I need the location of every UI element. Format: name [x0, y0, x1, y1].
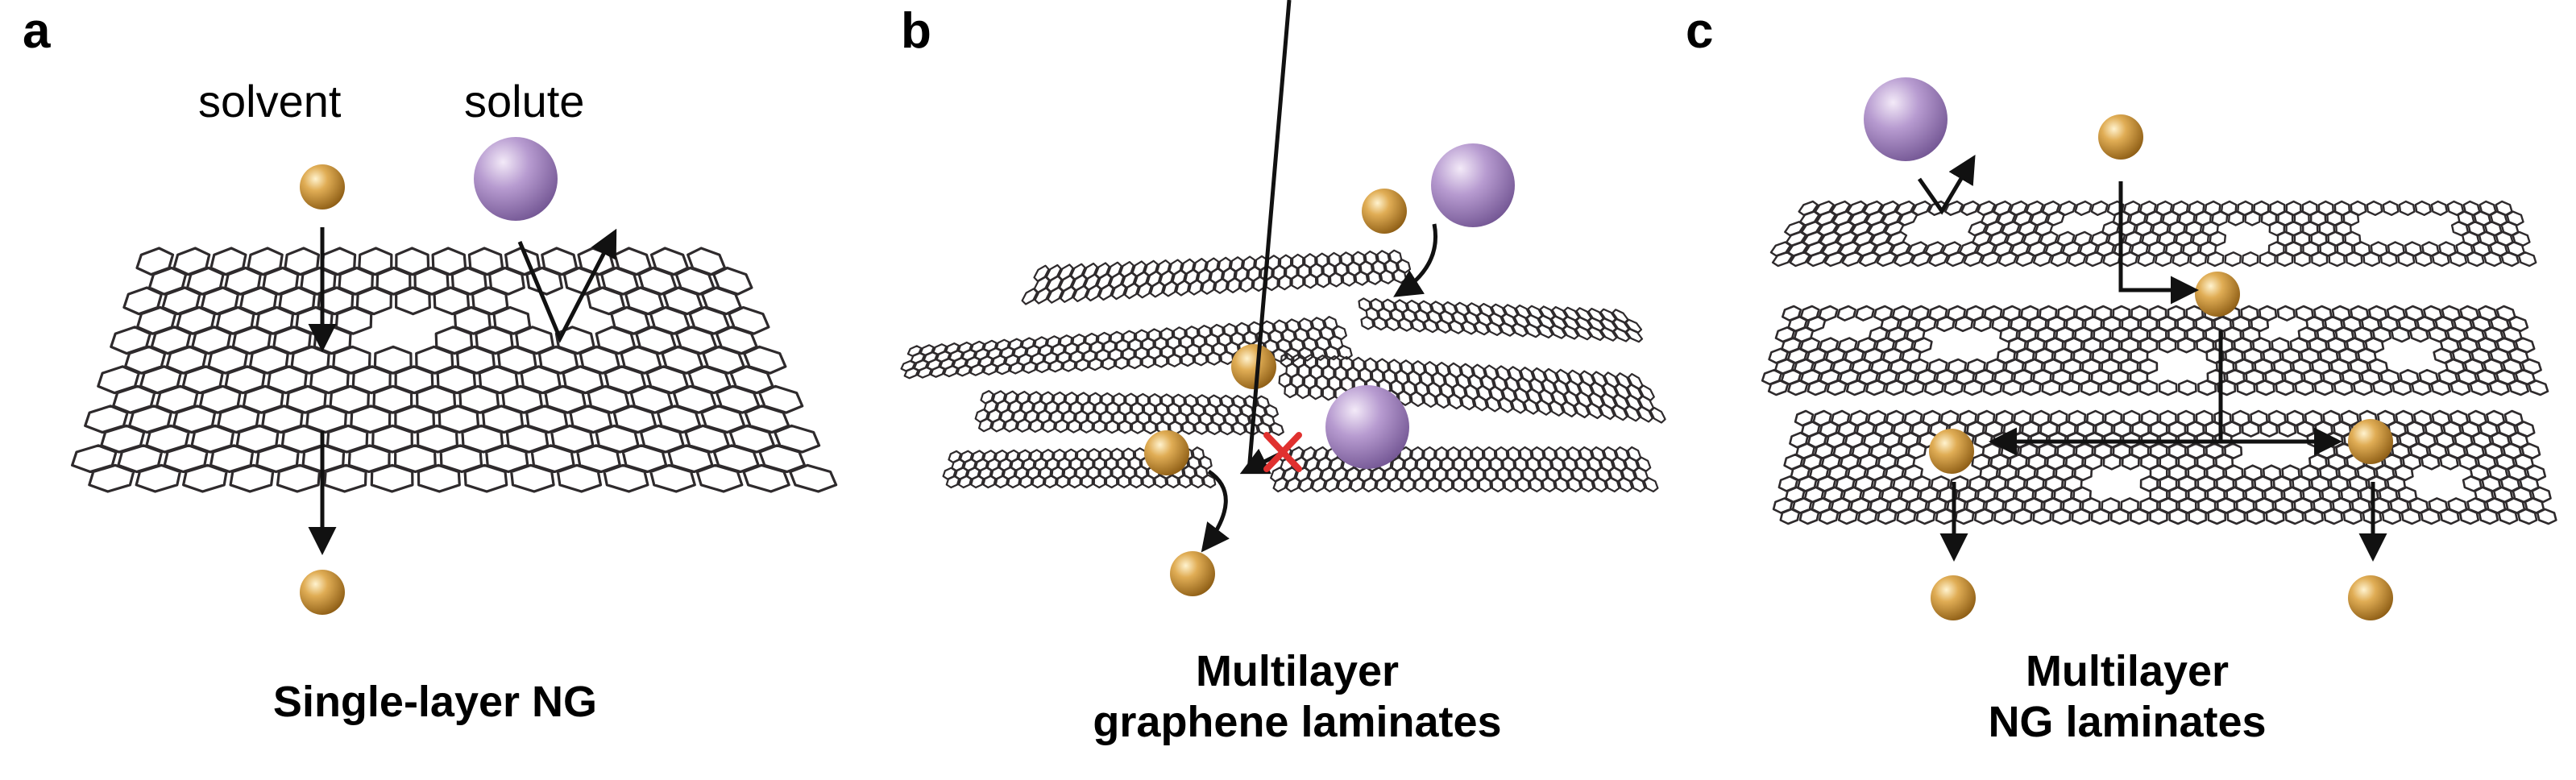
solvent-molecule-c-5: [1931, 575, 1976, 620]
sheet-c-middle: [1761, 305, 2549, 396]
solute-molecule-c: [1864, 77, 1948, 161]
panel-b-caption: Multilayer graphene laminates: [975, 646, 1620, 748]
panel-b-caption-line1: Multilayer: [1195, 647, 1400, 695]
arrow-c-path-1: [2118, 181, 2199, 305]
panel-c-letter: c: [1686, 3, 1714, 59]
solvent-molecule-a-bottom: [300, 570, 345, 615]
sheet-b-1: [1021, 249, 1412, 305]
solvent-molecule-c-3: [1929, 429, 1974, 474]
solvent-label: solvent: [198, 76, 342, 127]
panel-b-letter: b: [901, 3, 931, 59]
solvent-molecule-b-1: [1362, 189, 1407, 234]
sheet-b-3: [900, 316, 1353, 380]
graphene-sheets: [71, 200, 2557, 525]
sheet-b-5: [974, 390, 1284, 436]
flow-arrows: [308, 0, 2387, 562]
arrow-b-blocked: [1247, 0, 1292, 472]
panel-a-letter: a: [23, 3, 51, 59]
panel-b-caption-line2: graphene laminates: [1093, 698, 1502, 747]
sheet-b-7: [1270, 446, 1659, 493]
solute-molecule-b-blocked: [1325, 385, 1409, 469]
sheet-c-top: [1769, 200, 2537, 268]
sheet-a-single-layer: [71, 247, 838, 493]
solvent-molecule-b-4: [1170, 551, 1215, 596]
solute-molecule-a: [474, 137, 558, 221]
arrow-c-solute-bounce: [1917, 154, 1976, 215]
solvent-molecule-c-6: [2348, 575, 2393, 620]
sheet-b-2: [1358, 297, 1644, 343]
solvent-molecule-c-1: [2098, 114, 2143, 160]
solute-label: solute: [464, 76, 585, 127]
molecules: [300, 77, 2393, 620]
solvent-molecule-c-4: [2348, 419, 2393, 464]
solvent-molecule-a-top: [300, 164, 345, 210]
panel-a-caption: Single-layer NG: [272, 678, 598, 726]
solvent-molecule-b-3: [1144, 430, 1189, 475]
panel-c-caption-line2: NG laminates: [1988, 698, 2267, 747]
blocked-mark-icon: [1263, 432, 1302, 472]
sheet-c-bottom: [1772, 409, 2557, 525]
solvent-molecule-c-2: [2195, 272, 2240, 317]
panel-c-caption-line1: Multilayer: [2025, 647, 2230, 695]
solvent-molecule-b-2: [1231, 344, 1276, 389]
arrow-b-curve-bottom: [1201, 469, 1230, 553]
arrow-b-curve-top: [1393, 223, 1437, 297]
arrow-a-solute-bounce: [517, 228, 617, 343]
panel-c-caption: Multilayer NG laminates: [1805, 646, 2449, 748]
solute-molecule-b-top: [1431, 143, 1515, 227]
